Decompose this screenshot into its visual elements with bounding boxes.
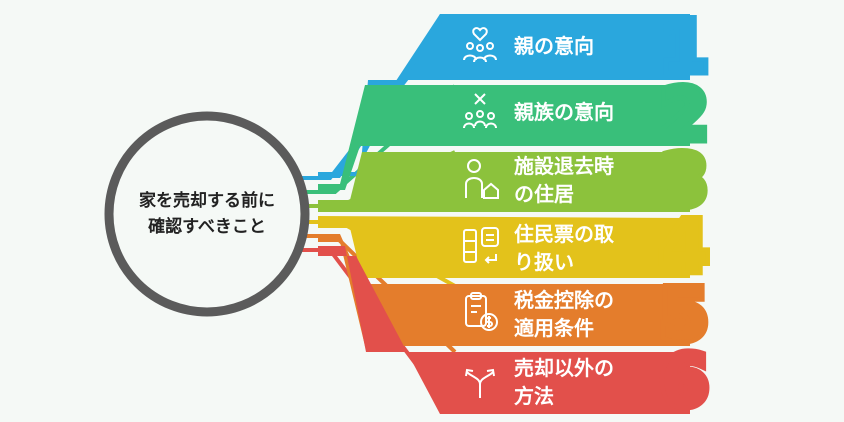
item-3-label-line-2: の住居 (514, 182, 574, 206)
family-heart-icon (463, 27, 497, 63)
item-5-label-line-1: 税金控除の (514, 288, 614, 312)
item-4-number: 4 (656, 206, 714, 288)
item-4-label-line-2: り扱い (514, 250, 574, 274)
item-6-label-line-2: 方法 (514, 384, 554, 408)
item-5-label-line-2: 適用条件 (514, 316, 594, 340)
band-6 (318, 246, 690, 414)
item-4-label: 住民票の取 り扱い (514, 220, 614, 276)
item-1-label-line-1: 親の意向 (514, 34, 594, 58)
center-title-line-2: 確認すべきこと (148, 217, 266, 237)
item-4-label-line-1: 住民票の取 (514, 222, 614, 246)
item-2-number: 2 (656, 74, 714, 156)
item-1-number: 1 (656, 6, 714, 88)
center-title-line-1: 家を売却する前に (139, 191, 275, 211)
person-house-icon (465, 159, 499, 199)
band-2 (318, 85, 690, 190)
split-arrows-icon (465, 368, 495, 398)
item-6-label-line-1: 売却以外の (514, 356, 614, 380)
band-4 (318, 216, 690, 278)
item-5-label: 税金控除の 適用条件 (514, 286, 614, 342)
band-5 (318, 234, 690, 346)
item-3-label: 施設退去時 の住居 (514, 152, 614, 208)
item-3-label-line-1: 施設退去時 (514, 154, 614, 178)
item-1-label: 親の意向 (514, 32, 594, 60)
center-circle (104, 111, 310, 317)
item-6-number: 6 (656, 340, 714, 422)
item-2-label: 親族の意向 (514, 98, 614, 126)
item-5-number: 5 (656, 274, 714, 356)
tax-clipboard-icon (465, 292, 498, 331)
center-title: 家を売却する前に 確認すべきこと (112, 188, 302, 240)
item-6-label: 売却以外の 方法 (514, 354, 614, 410)
item-3-number: 3 (656, 140, 714, 222)
band-3 (318, 152, 690, 212)
people-conflict-icon (463, 93, 497, 129)
document-transfer-icon (463, 227, 499, 264)
item-2-label-line-1: 親族の意向 (514, 100, 614, 124)
